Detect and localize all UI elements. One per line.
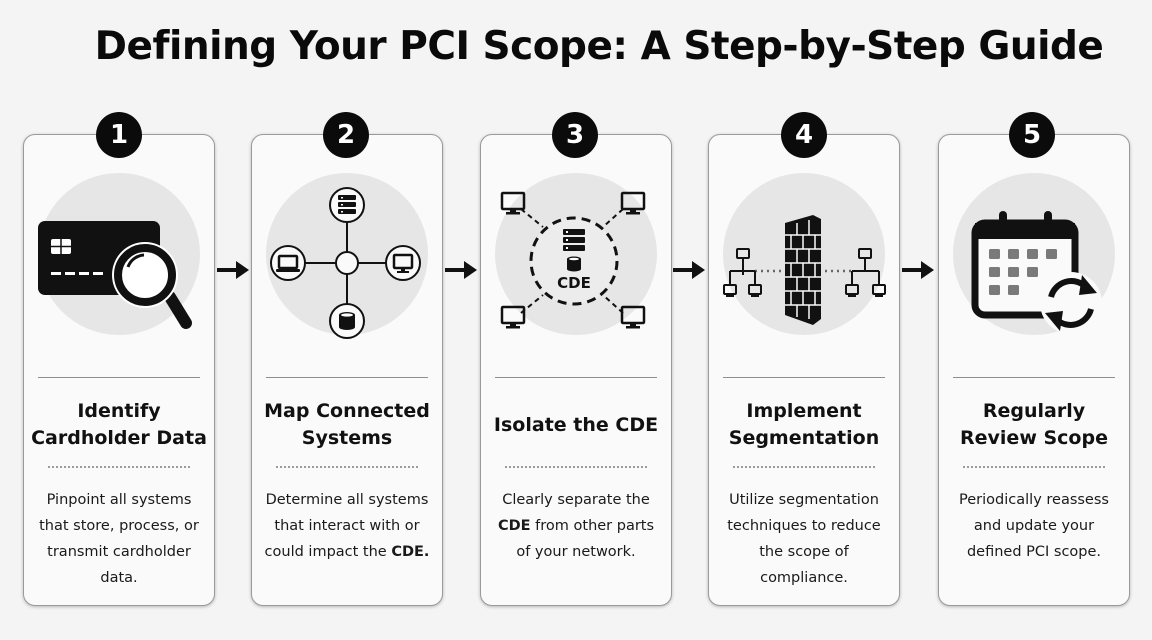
- cde-label: CDE: [557, 274, 591, 292]
- step-heading: Identify Cardholder Data: [31, 400, 207, 449]
- page-title: Defining Your PCI Scope: A Step-by-Step …: [94, 24, 1104, 69]
- step-description: Pinpoint all systems that store, process…: [39, 492, 199, 586]
- step-description: Periodically reassess and update your de…: [959, 492, 1109, 560]
- connected-network-icon: [270, 187, 421, 339]
- divider: [953, 377, 1115, 378]
- arrow-right-icon: [217, 261, 249, 279]
- calendar-refresh-icon: [971, 211, 1102, 334]
- divider: [266, 377, 428, 378]
- arrow-right-icon: [445, 261, 477, 279]
- step-number-badge: 1: [96, 112, 142, 158]
- arrow-right-icon: [673, 261, 705, 279]
- step-number-badge: 3: [552, 112, 598, 158]
- isolated-cde-icon: CDE: [500, 191, 646, 329]
- step-number-badge: 5: [1009, 112, 1055, 158]
- dotted-divider: [505, 466, 647, 468]
- arrow-right-icon: [902, 261, 934, 279]
- step-card-map-connected-systems: Map Connected Systems Determine all syst…: [251, 134, 443, 606]
- dotted-divider: [733, 466, 875, 468]
- step-number-badge: 4: [781, 112, 827, 158]
- step-number-badge: 2: [323, 112, 369, 158]
- step-description: Clearly separate the CDE from other part…: [497, 492, 655, 560]
- divider: [495, 377, 657, 378]
- divider: [38, 377, 200, 378]
- step-card-regularly-review-scope: Regularly Review Scope Periodically reas…: [938, 134, 1130, 606]
- step-description: Utilize segmentation techniques to reduc…: [727, 492, 881, 586]
- step-heading: Regularly Review Scope: [960, 400, 1108, 449]
- step-heading: Isolate the CDE: [493, 413, 659, 436]
- step-heading: Implement Segmentation: [728, 400, 880, 449]
- dotted-divider: [963, 466, 1105, 468]
- dotted-divider: [48, 466, 190, 468]
- firewall-segmentation-icon: [723, 215, 886, 325]
- step-card-identify-cardholder-data: Identify Cardholder Data Pinpoint all sy…: [23, 134, 215, 606]
- credit-card-magnifier-icon: [38, 221, 192, 329]
- step-card-isolate-the-cde: CDE Isolate the CDE Clearly separate the…: [480, 134, 672, 606]
- step-card-implement-segmentation: Implement Segmentation Utilize segmentat…: [708, 134, 900, 606]
- divider: [723, 377, 885, 378]
- step-heading: Map Connected Systems: [264, 400, 430, 449]
- step-description: Determine all systems that interact with…: [264, 492, 430, 560]
- dotted-divider: [276, 466, 418, 468]
